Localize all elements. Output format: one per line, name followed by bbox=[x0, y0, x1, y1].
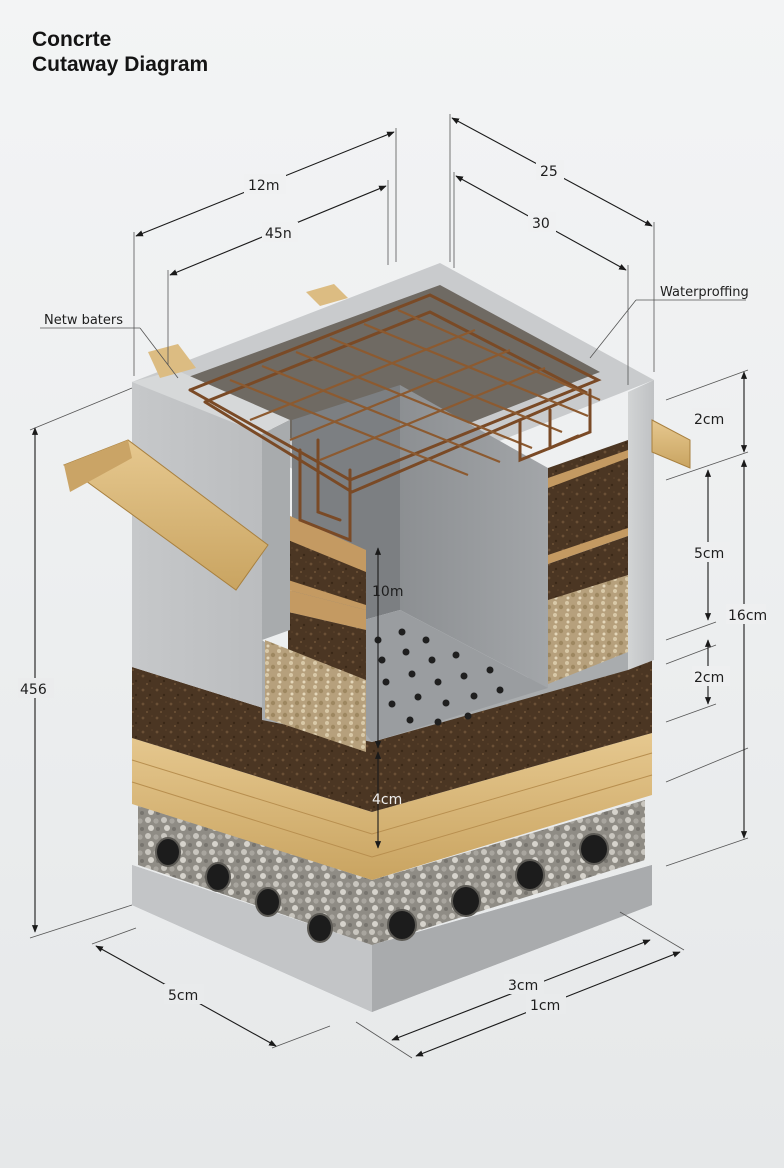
callout-left: Netw baters bbox=[44, 313, 123, 328]
dim-bottom-right-3cm: 3cm bbox=[508, 978, 538, 994]
title-line-1: Concrte bbox=[32, 28, 111, 51]
dim-side-5cm: 5cm bbox=[694, 546, 724, 562]
drain-pipe-holes bbox=[155, 833, 609, 943]
dim-side-16cm: 16cm bbox=[728, 608, 767, 624]
timber-beam-left bbox=[62, 344, 269, 591]
rebar-cage bbox=[188, 293, 602, 543]
dim-inner-4cm: 4cm bbox=[372, 792, 402, 808]
dim-bottom-right-1cm: 1cm bbox=[530, 998, 560, 1014]
dim-right-outer: 25 bbox=[540, 164, 558, 180]
dimension-labels: 12m 45n 25 30 2cm 5cm 16cm 2cm 456 10m 4… bbox=[18, 160, 767, 1014]
dim-right-inner: 30 bbox=[532, 216, 550, 232]
right-section-column bbox=[548, 440, 628, 684]
title-line-2: Cutaway Diagram bbox=[32, 53, 208, 76]
timber-beam-right bbox=[306, 284, 691, 469]
left-section-column bbox=[265, 515, 366, 752]
callout-right: Waterproffing bbox=[660, 285, 749, 300]
dim-side-2cm-bottom: 2cm bbox=[694, 670, 724, 686]
dim-top-inner: 45n bbox=[265, 226, 292, 242]
dim-side-2cm-top: 2cm bbox=[694, 412, 724, 428]
dim-left-height: 456 bbox=[20, 682, 47, 698]
dim-bottom-left: 5cm bbox=[168, 988, 198, 1004]
gravel-drainage-layer bbox=[138, 800, 645, 945]
callouts: Netw baters Waterproffing bbox=[40, 285, 749, 379]
dim-inner-10m: 10m bbox=[372, 584, 403, 600]
dim-top-outer: 12m bbox=[248, 178, 279, 194]
soil-layer bbox=[132, 660, 652, 812]
timber-layer bbox=[131, 733, 653, 880]
